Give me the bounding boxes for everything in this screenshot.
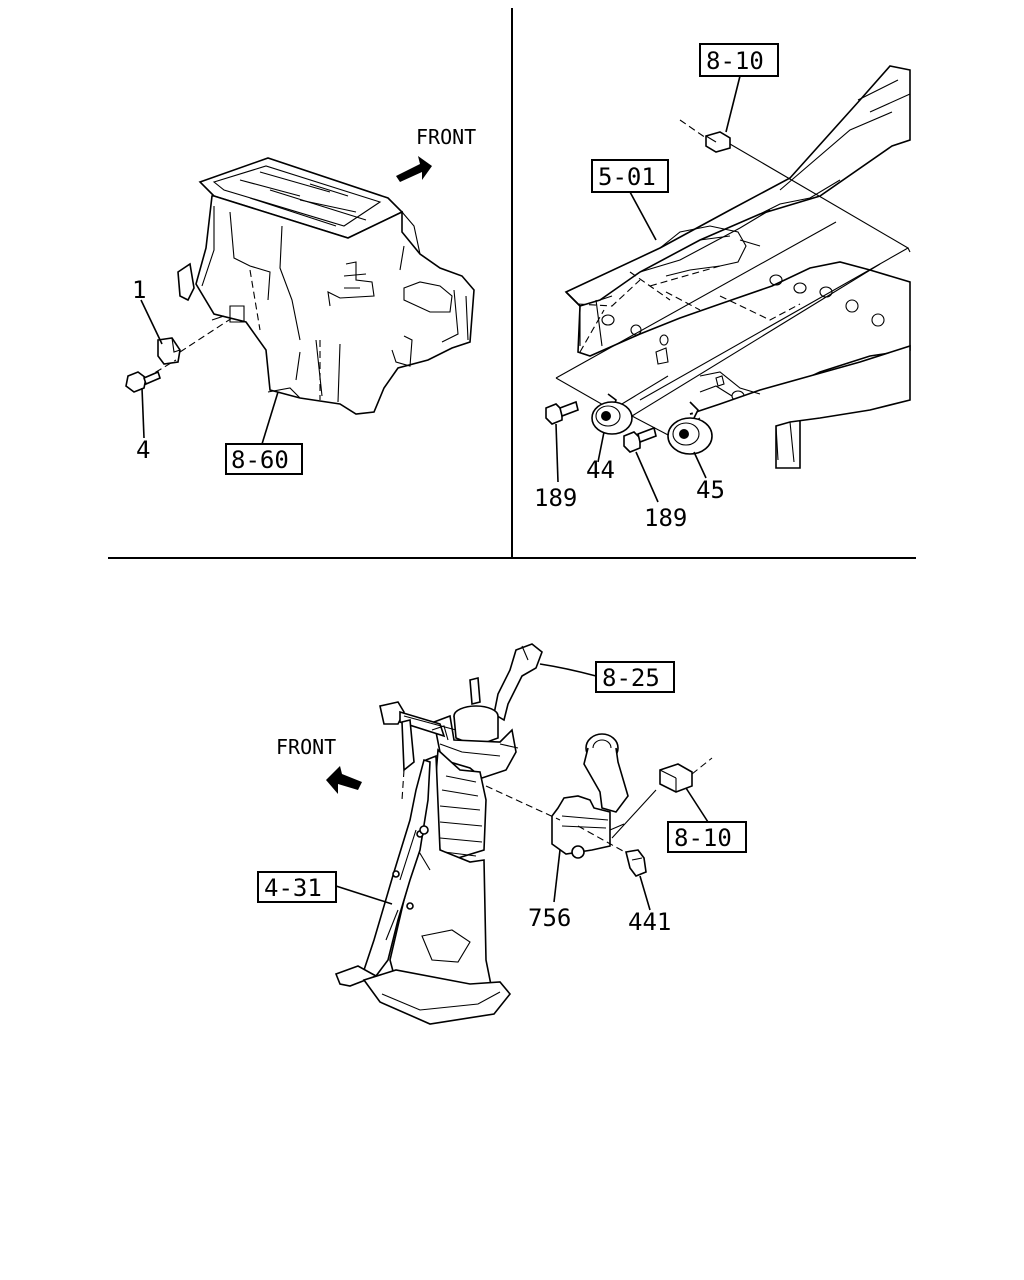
ref-box-8-25: 8-25 [539,661,675,693]
ref-label-8-10-bottom: 8-10 [674,824,732,852]
connector-plug-bottom [659,757,713,793]
callout-189-right: 189 [644,504,687,532]
heater-unit-drawing [177,157,475,415]
bolt-189-right: 189 [623,426,687,532]
callout-189-left: 189 [534,484,577,512]
front-arrow-icon-bottom [326,766,362,794]
horn-45: 45 [667,401,725,504]
module-756: 756 [528,733,629,932]
ref-label-8-60: 8-60 [231,446,289,474]
ref-box-4-31: 4-31 [257,871,393,905]
callout-441: 441 [628,908,671,936]
connector-plug-top [679,119,731,153]
callout-1: 1 [132,276,146,304]
ref-box-8-10-top: 8-10 [699,43,779,133]
front-direction-indicator-top: FRONT [396,125,476,182]
ref-label-8-25: 8-25 [602,664,660,692]
callout-44: 44 [586,456,615,484]
bolt-189-left: 189 [534,400,579,512]
ref-label-8-10-top: 8-10 [706,47,764,75]
front-direction-indicator-bottom: FRONT [276,735,362,794]
part-4-screw: 4 [125,370,161,464]
part-1-clip: 1 [132,276,181,365]
callout-4: 4 [136,436,150,464]
ref-box-5-01: 5-01 [591,159,669,241]
chassis-frame-drawing [555,65,911,469]
steering-column-drawing [334,643,543,1025]
ref-label-4-31: 4-31 [264,874,322,902]
ref-label-5-01: 5-01 [598,163,656,191]
ref-box-8-60: 8-60 [225,391,303,475]
front-label: FRONT [416,125,476,149]
ref-box-8-10-bottom: 8-10 [667,787,747,853]
front-arrow-icon [396,156,432,182]
horn-44: 44 [586,393,633,484]
callout-45: 45 [696,476,725,504]
bolt-441: 441 [625,849,671,936]
front-label-bottom: FRONT [276,735,336,759]
callout-756: 756 [528,904,571,932]
